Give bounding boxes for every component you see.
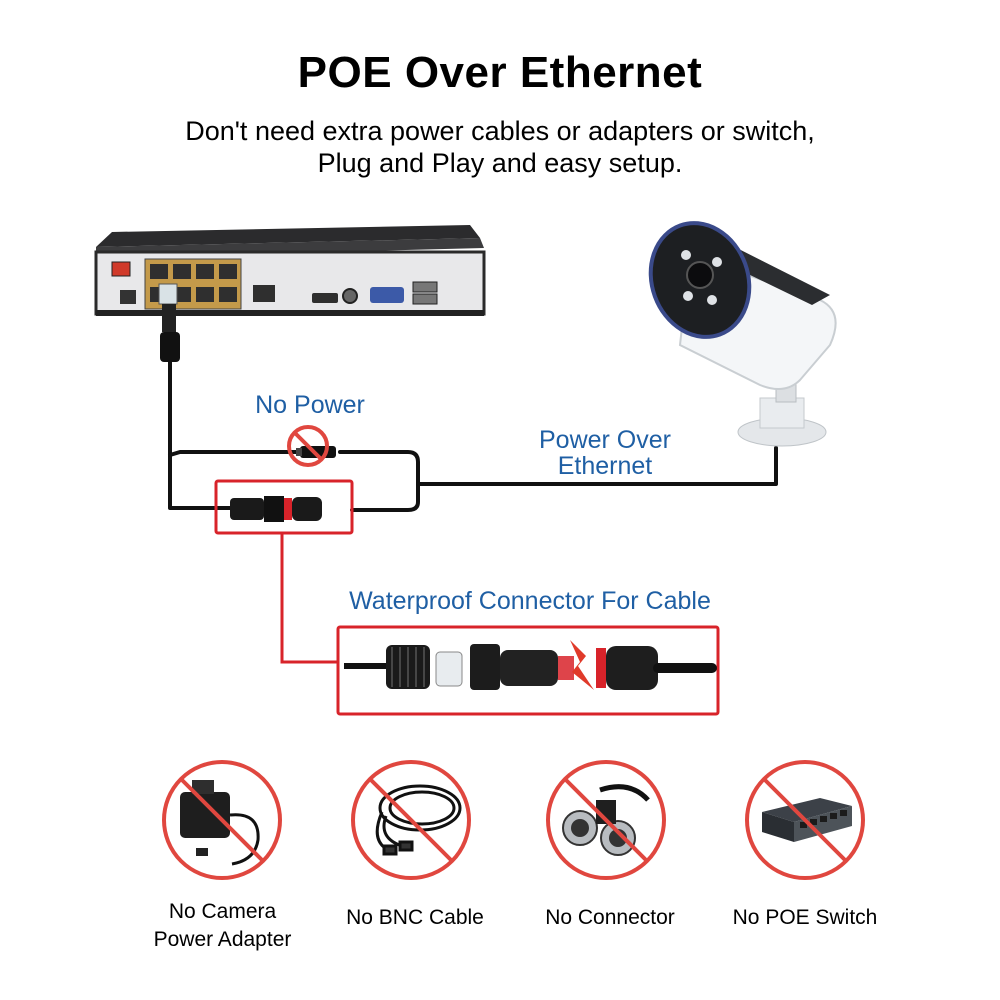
power-adapter-item bbox=[162, 760, 282, 880]
small-connector-highlight bbox=[214, 479, 354, 535]
poe-label-line-2: Ethernet bbox=[557, 452, 653, 480]
bnc-cable-item bbox=[351, 760, 471, 880]
power-over-ethernet-label: Power Over Ethernet bbox=[520, 427, 690, 479]
connector-icon bbox=[562, 784, 650, 856]
small-waterproof-connector-icon bbox=[230, 496, 322, 522]
waterproof-connector-label: Waterproof Connector For Cable bbox=[349, 587, 711, 615]
no-poe-switch-label: No POE Switch bbox=[732, 906, 878, 929]
large-connector-highlight bbox=[336, 625, 720, 716]
nvr-recorder-icon bbox=[94, 225, 486, 316]
no-connector-label: No Connector bbox=[545, 906, 675, 929]
no-sign-icon bbox=[287, 425, 329, 467]
large-waterproof-connector-icon bbox=[344, 640, 717, 690]
poe-switch-item bbox=[745, 760, 865, 880]
label-line-1: No Camera bbox=[168, 900, 277, 923]
label-line-2: Power Adapter bbox=[153, 928, 292, 951]
page-title: POE Over Ethernet bbox=[297, 48, 703, 97]
bnc-cable-icon bbox=[375, 784, 462, 856]
poe-switch-icon bbox=[762, 798, 852, 842]
poe-label-line-1: Power Over bbox=[539, 426, 671, 454]
no-power-label: No Power bbox=[255, 391, 365, 419]
subtitle-line-1: Don't need extra power cables or adapter… bbox=[185, 116, 815, 146]
subtitle-line-2: Plug and Play and easy setup. bbox=[317, 148, 683, 178]
connector-item bbox=[546, 760, 666, 880]
no-bnc-cable-label: No BNC Cable bbox=[346, 906, 484, 929]
no-camera-power-adapter-label: No Camera Power Adapter bbox=[120, 898, 325, 954]
bullet-camera-icon bbox=[648, 221, 837, 447]
power-adapter-icon bbox=[180, 780, 260, 866]
rj45-plug-icon bbox=[158, 283, 180, 362]
